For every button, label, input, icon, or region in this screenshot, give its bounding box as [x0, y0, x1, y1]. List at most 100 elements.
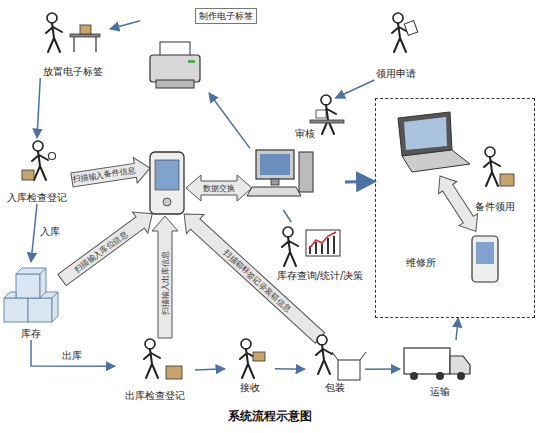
- figure-node: 运输: [400, 340, 480, 398]
- figure-node: 备件领用: [458, 147, 532, 213]
- node-text: 备件领用: [448, 201, 539, 213]
- parcel: [500, 174, 514, 186]
- person-figure: [316, 335, 332, 374]
- wheel: [436, 372, 444, 380]
- figure-node: 接收: [225, 338, 275, 394]
- chart-board: [306, 230, 340, 256]
- edge-label: 入库: [40, 226, 60, 238]
- keyboard: [247, 187, 301, 196]
- person-figure: [282, 227, 298, 266]
- parcel: [166, 366, 182, 379]
- scan-arrow: [54, 203, 160, 290]
- figure-node: 放置电子标签: [35, 8, 110, 78]
- flow-arrow: [31, 204, 37, 262]
- parcel: [80, 25, 91, 34]
- flow-arrow: [110, 21, 140, 29]
- document: [316, 110, 326, 118]
- label-maker-node: 制作电子标签: [140, 5, 255, 93]
- pda-screen: [155, 160, 179, 190]
- figure-node: 库存: [0, 262, 62, 340]
- person-figure: [144, 339, 160, 378]
- node-text: 接收: [215, 382, 285, 394]
- laptop-screen-frame: [398, 112, 452, 156]
- figure-node: 入库检查登记: [2, 138, 72, 204]
- person-figure: [46, 13, 62, 52]
- flow-arrow: [345, 180, 375, 183]
- arrow-label: 扫描输入备件信息: [72, 166, 137, 185]
- flow-arrow: [31, 340, 115, 366]
- person-figure: [484, 147, 500, 186]
- monitor-screen: [260, 154, 290, 175]
- chart-line: [309, 232, 336, 249]
- dashed-group: 维修所 备件领用: [375, 98, 535, 318]
- box-flaps: [332, 352, 366, 360]
- person-figure: [32, 141, 48, 180]
- laptop-base: [402, 150, 470, 172]
- pda-device: [472, 236, 498, 282]
- node-text: 库存: [0, 328, 72, 340]
- figure-node: 出库检查登记: [115, 338, 195, 402]
- arrow-label: 扫描输入库位信息: [73, 229, 130, 274]
- figure-node: 包装: [305, 332, 365, 394]
- flow-arrow: [195, 369, 225, 370]
- chart-bars: [310, 236, 334, 254]
- node-text: 放置电子标签: [25, 66, 120, 78]
- magnifier: [49, 153, 56, 160]
- flow-arrow: [37, 78, 40, 138]
- flow-arrow: [275, 368, 305, 370]
- node-text: 审核: [295, 128, 315, 140]
- flow-arrow: [456, 318, 458, 340]
- wheel: [457, 372, 465, 380]
- printer-tray: [156, 80, 194, 88]
- flow-arrow: [365, 368, 400, 370]
- node-text: 包装: [295, 382, 375, 394]
- node-text: 库存查询/统计/决策: [262, 270, 378, 282]
- table-legs: [74, 37, 96, 52]
- figure-node: 领用申请: [360, 8, 432, 80]
- flow-arrow: [283, 210, 291, 222]
- laptop-screen: [404, 117, 447, 150]
- flow-arrow: [209, 93, 250, 148]
- printer-led: [188, 60, 195, 63]
- scan-arrow: [70, 155, 152, 193]
- truck-body: [404, 348, 450, 374]
- stock-cubes: [4, 268, 58, 322]
- scan-arrow: [152, 216, 178, 338]
- pda-device: [150, 152, 184, 214]
- node-text: 运输: [390, 386, 490, 398]
- node-text: 入库检查登记: [0, 192, 82, 204]
- parcel: [253, 352, 265, 361]
- arrow-label: 数据交换: [203, 184, 235, 193]
- truck-cab: [450, 356, 470, 374]
- table: [70, 34, 100, 37]
- edge-label: 出库: [62, 350, 82, 362]
- arrow-label: 扫描箱标签记录装箱信息: [221, 248, 292, 314]
- figure-node: 审核: [250, 98, 345, 210]
- parcel: [22, 170, 34, 180]
- packing-box: [338, 360, 360, 380]
- pda-button: [163, 198, 171, 206]
- pc-tower: [299, 152, 313, 192]
- caption: 系统流程示意图: [0, 408, 539, 425]
- exchange-arrow: [186, 175, 252, 201]
- printer: [150, 55, 200, 82]
- desk: [310, 120, 344, 123]
- wheel: [410, 372, 418, 380]
- arrow-label: 扫描输入出库信息: [161, 251, 170, 315]
- monitor: [256, 150, 294, 179]
- figure-node: 库存查询/统计/决策: [272, 222, 368, 282]
- monitor-stand: [271, 179, 279, 185]
- person-figure: [392, 13, 408, 52]
- node-text: 领用申请: [350, 68, 442, 80]
- document: [404, 21, 418, 36]
- node-text: 维修所: [406, 257, 436, 269]
- node-text: 制作电子标签: [195, 8, 257, 24]
- node-text: 出库检查登记: [105, 390, 205, 402]
- flow-arrow: [336, 80, 375, 98]
- pda-screen: [476, 242, 494, 264]
